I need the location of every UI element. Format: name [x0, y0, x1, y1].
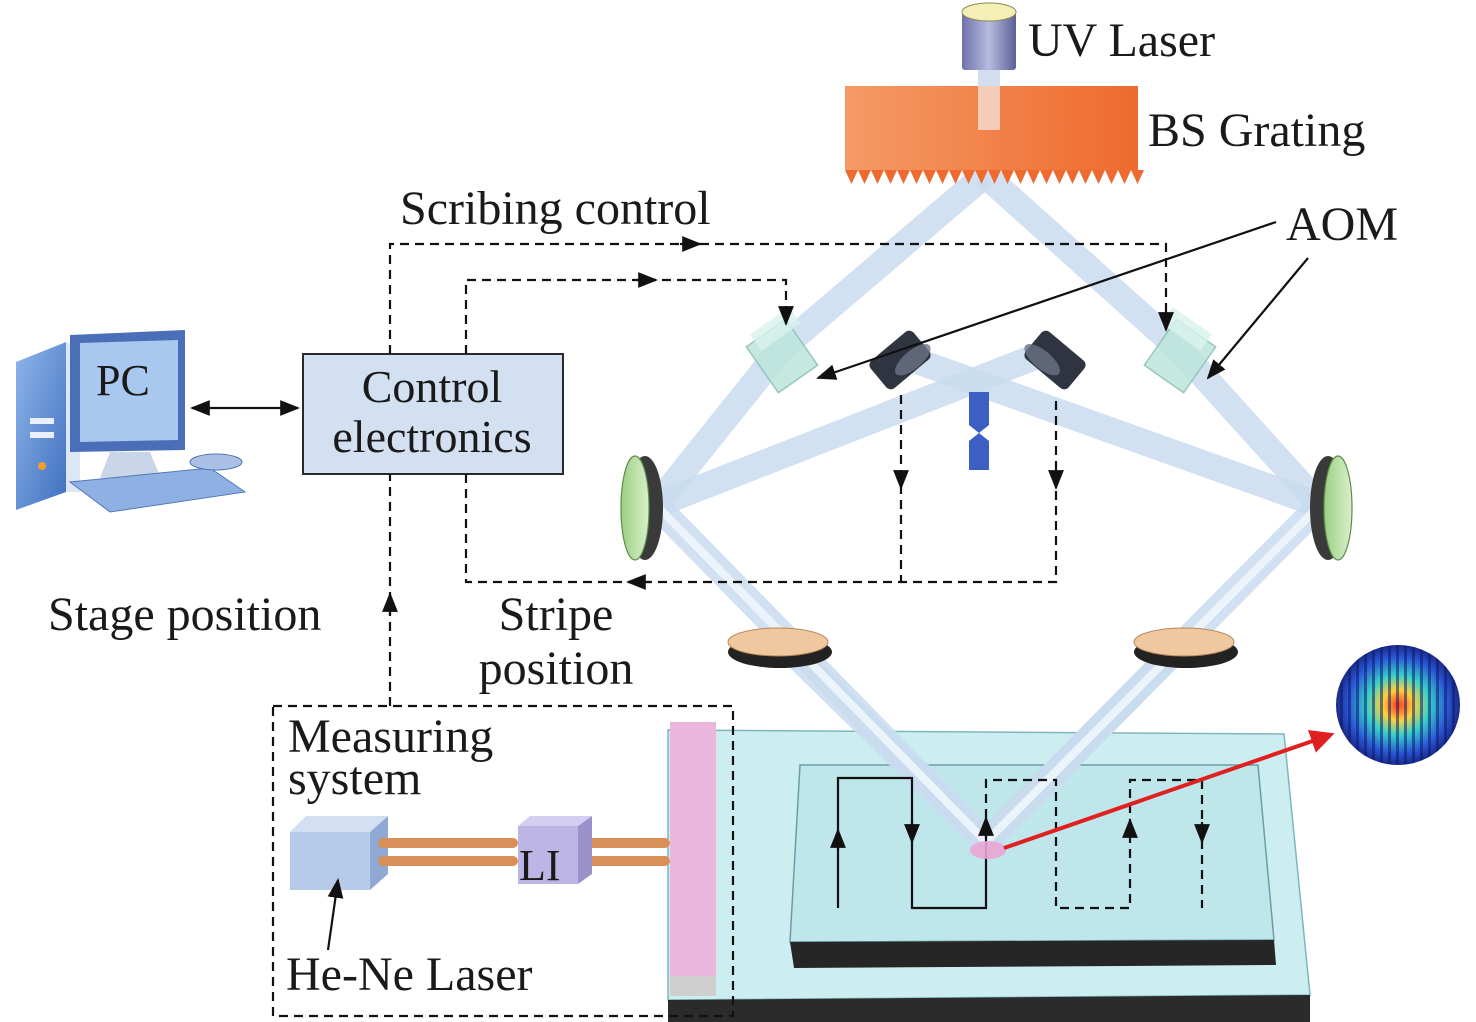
stripe-position-label-line2: position — [479, 642, 634, 695]
he-ne-laser — [290, 816, 388, 890]
aom-label: AOM — [1286, 198, 1398, 251]
big-mirror-right — [1310, 455, 1353, 561]
li-label: LI — [519, 841, 561, 890]
pc-label: PC — [96, 356, 150, 405]
stage-mirror-bar — [670, 722, 716, 996]
control-electronics-box — [302, 353, 564, 475]
li-interferometer — [518, 816, 592, 884]
scribing-control-label: Scribing control — [400, 182, 711, 235]
scan-path-dashed — [984, 778, 1210, 910]
measuring-system-label-line2: system — [288, 752, 421, 805]
bs-grating — [845, 86, 1144, 184]
bottom-mirror-right — [1133, 627, 1238, 668]
control-electronics-label-line2: electronics — [332, 411, 531, 462]
small-mirror-right — [1024, 330, 1086, 390]
bs-grating-label: BS Grating — [1148, 104, 1365, 157]
aom-pointers — [816, 220, 1309, 380]
uv-laser-label: UV Laser — [1028, 14, 1215, 67]
phase-plate — [969, 392, 989, 470]
red-arrow — [1003, 729, 1335, 850]
control-electronics-label-line1: Control — [362, 361, 503, 412]
pc-icon — [16, 330, 247, 513]
bottom-mirror-left — [727, 627, 832, 668]
exposure-spot — [970, 841, 1006, 859]
he-ne-beam — [378, 838, 670, 866]
measuring-system-label-line1: Measuring — [288, 710, 493, 763]
beam-paths — [645, 165, 1330, 852]
stripe-position-label-line1: Stripe — [499, 588, 614, 641]
scan-path-solid — [830, 776, 994, 910]
scribing-control-lines — [388, 236, 1174, 354]
interference-fringe — [1336, 645, 1460, 765]
aom-right — [1143, 307, 1217, 394]
he-ne-pointer — [326, 878, 344, 951]
stage-position-label: Stage position — [48, 588, 321, 641]
big-mirror-left — [620, 455, 663, 561]
he-ne-laser-label: He-Ne Laser — [286, 948, 533, 1001]
measuring-system-frame — [271, 704, 735, 1018]
stripe-position-lines — [464, 395, 1064, 590]
